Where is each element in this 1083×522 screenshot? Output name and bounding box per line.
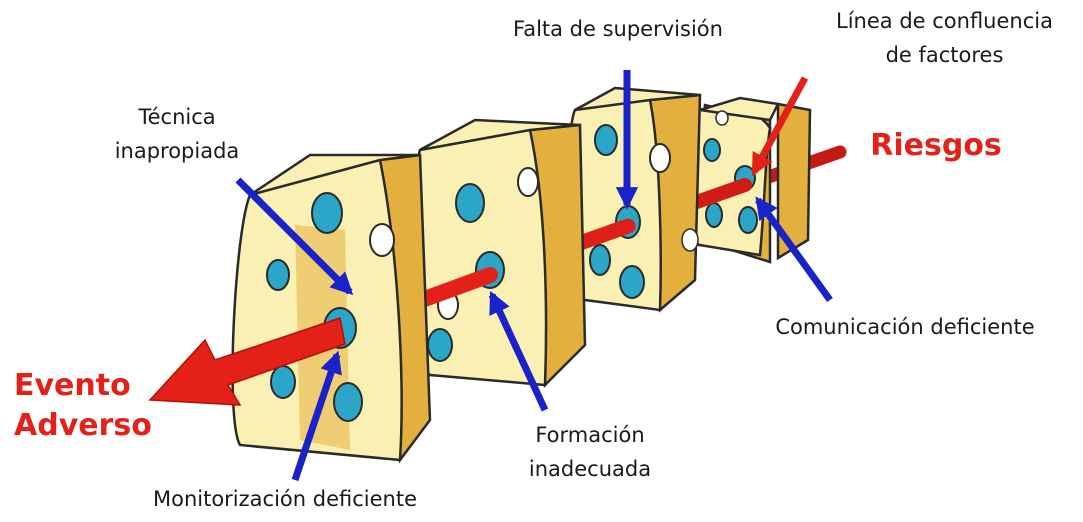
label-formacion-inadecuada: Formación inadecuada	[510, 418, 670, 486]
cheese-slice-3	[568, 88, 700, 310]
label-linea-confluencia-line2: de factores	[812, 38, 1077, 72]
label-evento-line2: Adverso	[14, 406, 134, 446]
cheese-slice-2	[413, 120, 585, 385]
label-riesgos: Riesgos	[866, 126, 1006, 166]
label-tecnica-inapropiada: Técnica inapropiada	[92, 100, 262, 168]
label-formacion-line1: Formación	[510, 418, 670, 452]
label-evento-adverso: Evento Adverso	[14, 366, 134, 446]
label-linea-confluencia-line1: Línea de confluencia	[812, 4, 1077, 38]
label-linea-confluencia: Línea de confluencia de factores	[812, 4, 1077, 72]
label-tecnica-line2: inapropiada	[92, 134, 262, 168]
label-formacion-line2: inadecuada	[510, 452, 670, 486]
label-monitorizacion-deficiente: Monitorización deficiente	[115, 482, 455, 516]
label-tecnica-line1: Técnica	[92, 100, 262, 134]
label-evento-line1: Evento	[14, 366, 134, 406]
label-falta-supervision: Falta de supervisión	[483, 12, 753, 46]
label-comunicacion-deficiente: Comunicación deficiente	[735, 310, 1075, 344]
cheese-slice-4	[693, 98, 811, 262]
